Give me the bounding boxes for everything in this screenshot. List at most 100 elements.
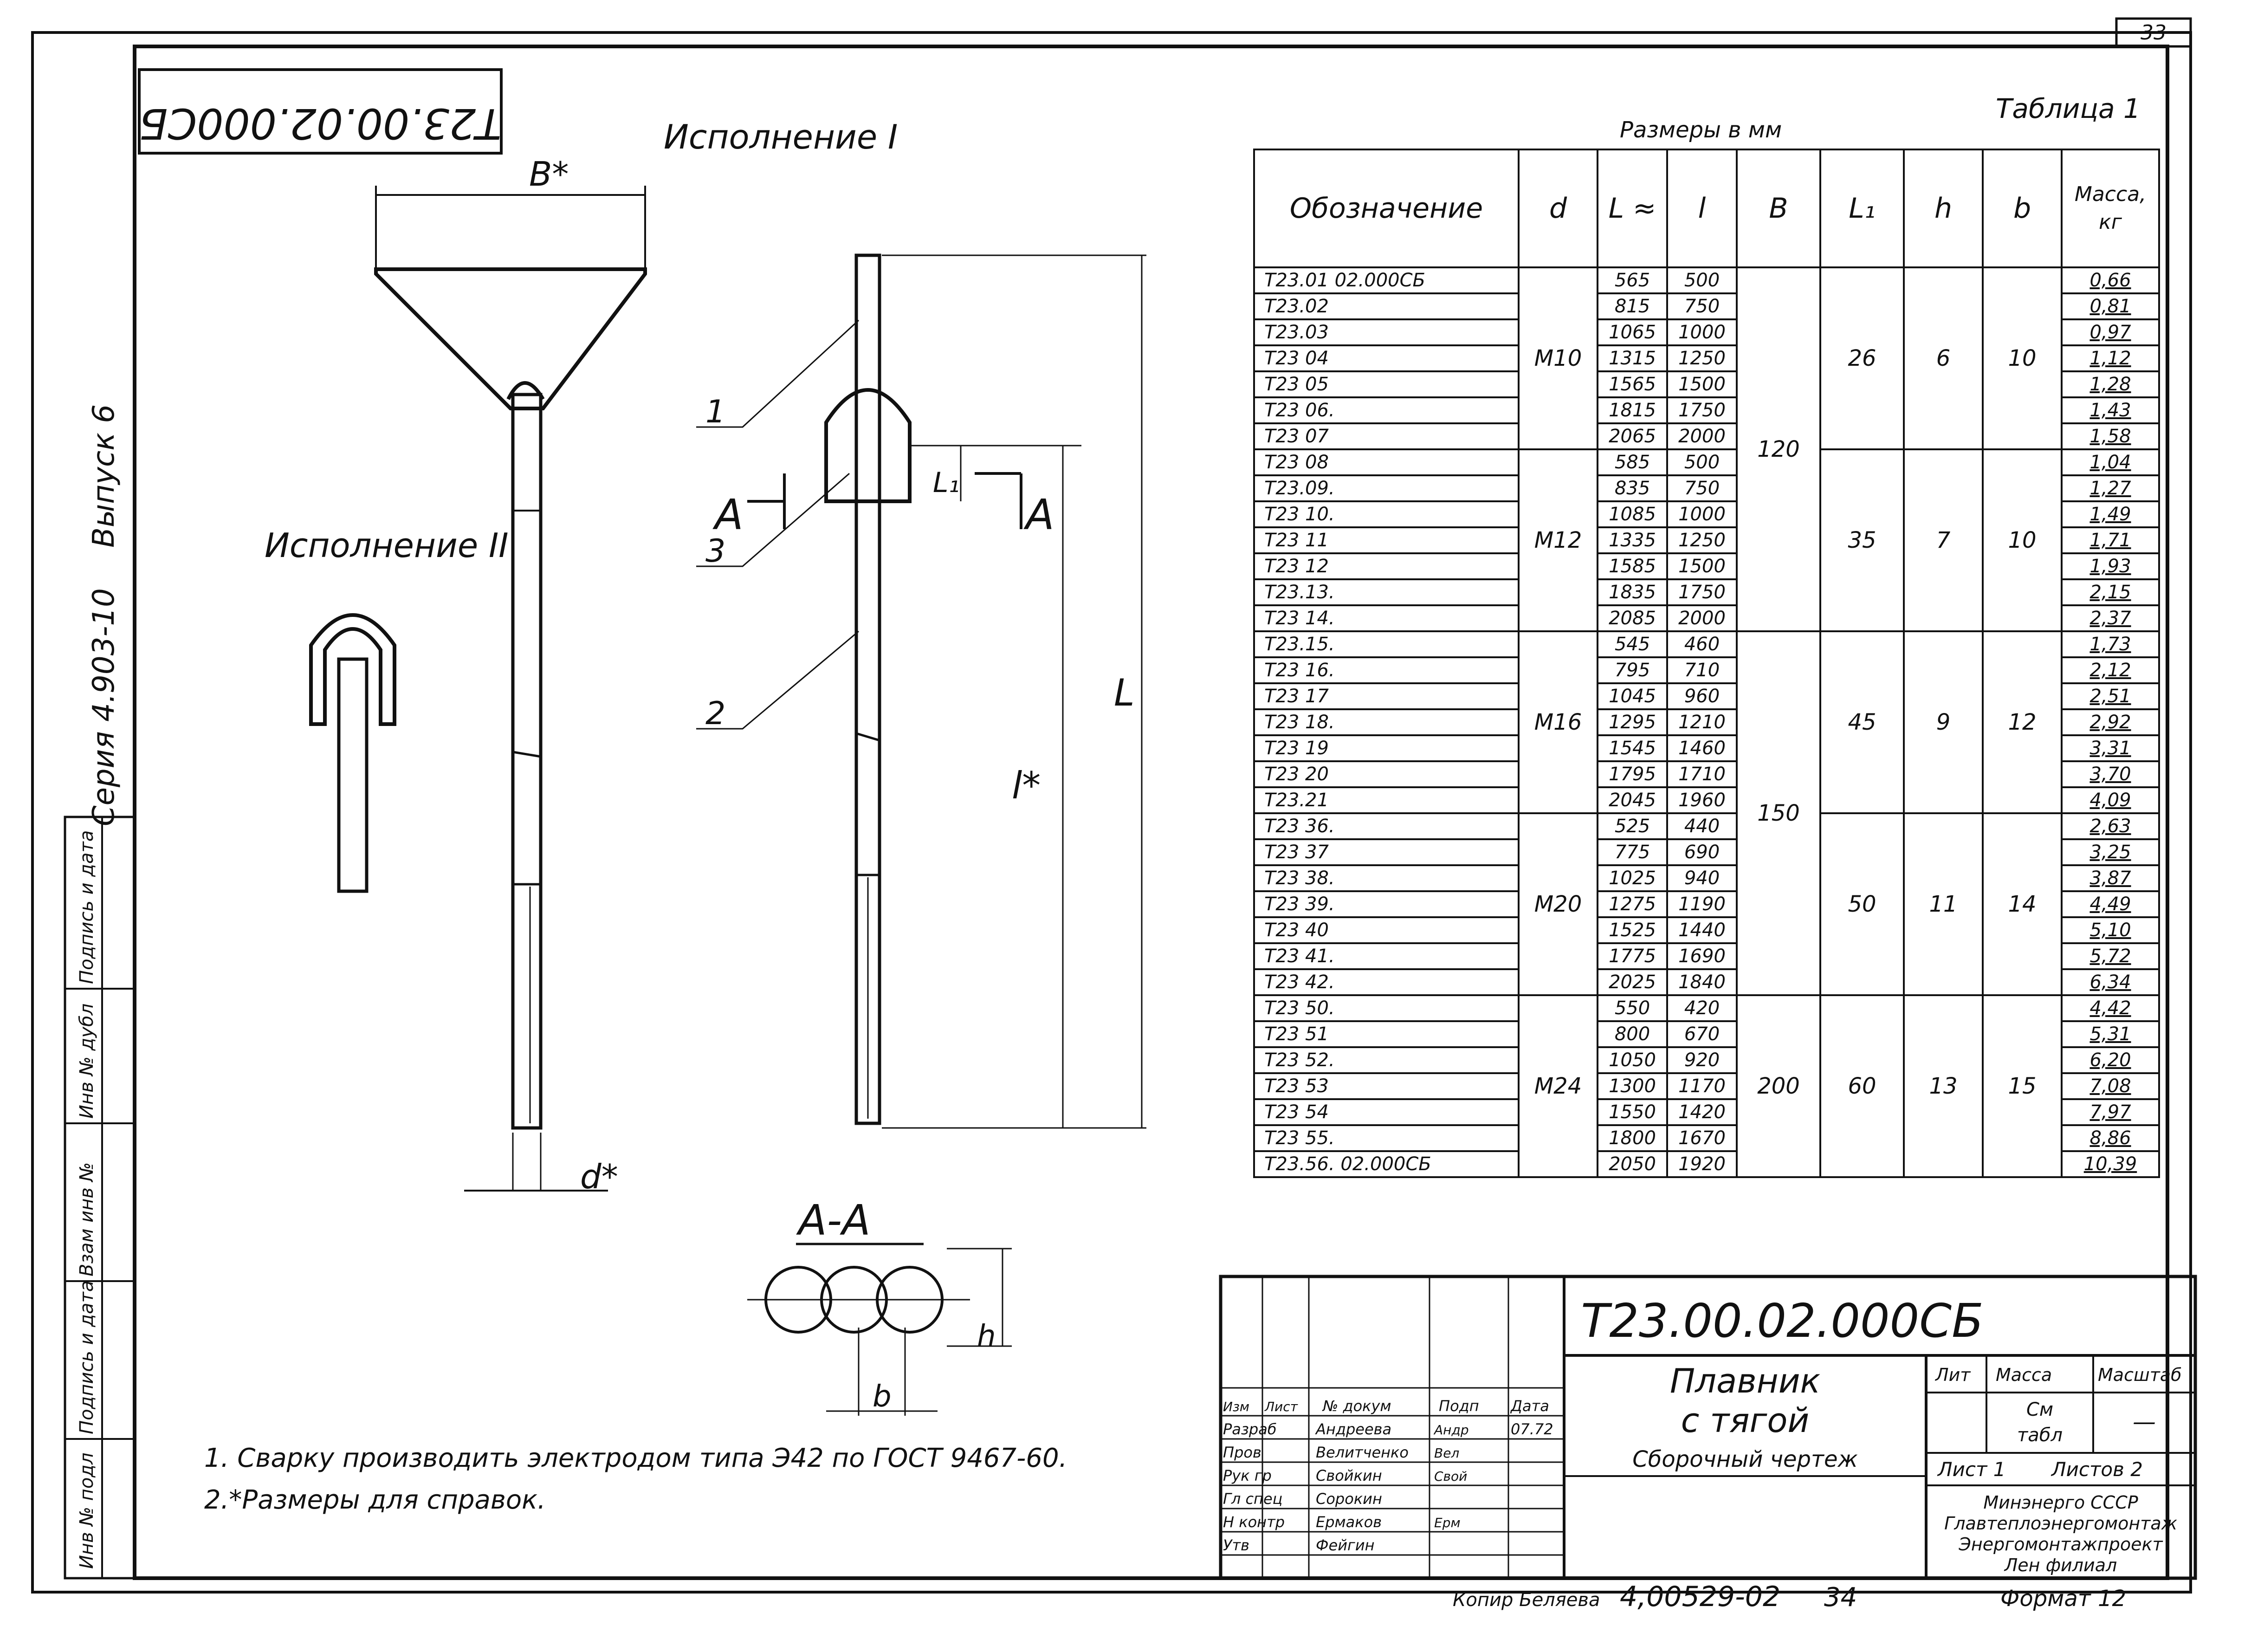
cell-L: 795 <box>1597 656 1668 684</box>
outer-frame <box>31 31 2192 1594</box>
cell-l: 670 <box>1666 1020 1738 1048</box>
side-stamp-1: Инв № подл <box>76 1452 97 1569</box>
cell-L: 1065 <box>1597 318 1668 346</box>
tb-org-2: Главтеплоэнергомонтаж <box>1944 1513 2177 1534</box>
cell-L: 1335 <box>1597 526 1668 554</box>
cell-L: 1025 <box>1597 864 1668 892</box>
cell-L: 835 <box>1597 474 1668 502</box>
cell-L1: 50 <box>1819 812 1905 996</box>
cell-L: 1545 <box>1597 734 1668 762</box>
cell-l: 2000 <box>1666 422 1738 450</box>
cell-B: 120 <box>1736 266 1821 632</box>
cell-l: 1500 <box>1666 552 1738 580</box>
header-h: h <box>1903 149 1984 268</box>
side-stamp-3: Взам инв № <box>76 1162 97 1276</box>
dim-L1: L₁ <box>933 466 959 499</box>
cell-mass: 8,86 <box>2061 1124 2160 1152</box>
cell-mass: 1,71 <box>2061 526 2160 554</box>
cell-mass: 4,49 <box>2061 890 2160 918</box>
cell-mass: 1,49 <box>2061 500 2160 528</box>
cell-l: 750 <box>1666 292 1738 320</box>
part-label-1: 1 <box>705 394 725 430</box>
cell-designation: Т23 50. <box>1253 994 1520 1022</box>
cell-h: 13 <box>1903 994 1984 1178</box>
cell-designation: Т23 51 <box>1253 1020 1520 1048</box>
cell-l: 500 <box>1666 448 1738 476</box>
cell-l: 1960 <box>1666 786 1738 814</box>
cell-l: 1190 <box>1666 890 1738 918</box>
cell-designation: Т23 14. <box>1253 604 1520 632</box>
cell-l: 750 <box>1666 474 1738 502</box>
tb-col-sign: Подп <box>1439 1397 1479 1415</box>
version2-label: Исполнение II <box>265 526 508 565</box>
tb-org-1: Минэнерго СССР <box>1983 1492 2138 1513</box>
cell-mass: 2,37 <box>2061 604 2160 632</box>
cell-d: М10 <box>1518 266 1598 450</box>
cell-mass: 3,70 <box>2061 760 2160 788</box>
cell-L: 1585 <box>1597 552 1668 580</box>
tb-name-2: с тягой <box>1681 1401 1809 1440</box>
cell-l: 1250 <box>1666 526 1738 554</box>
table-title: Таблица 1 <box>1996 93 2141 124</box>
tb-role-6: Утв <box>1223 1536 1249 1554</box>
cell-designation: Т23.01 02.000СБ <box>1253 266 1520 294</box>
cell-d: М16 <box>1518 630 1598 814</box>
tb-name-5-person: Ермаков <box>1316 1513 1382 1531</box>
cell-L: 550 <box>1597 994 1668 1022</box>
cell-l: 1690 <box>1666 942 1738 970</box>
cell-designation: Т23.09. <box>1253 474 1520 502</box>
header-b: b <box>1982 149 2063 268</box>
cell-designation: Т23 10. <box>1253 500 1520 528</box>
cell-mass: 2,12 <box>2061 656 2160 684</box>
cell-designation: Т23 41. <box>1253 942 1520 970</box>
cell-L1: 45 <box>1819 630 1905 814</box>
cell-designation: Т23 05 <box>1253 370 1520 398</box>
cell-designation: Т23 06. <box>1253 396 1520 424</box>
title-block: Т23.00.02.000СБ Плавник с тягой Сборочны… <box>1219 1275 2197 1580</box>
cell-mass: 1,28 <box>2061 370 2160 398</box>
footer-number: 4,00529-02 <box>1620 1581 1780 1613</box>
page-number-box <box>2115 17 2192 48</box>
cell-L: 1835 <box>1597 578 1668 606</box>
cell-l: 1460 <box>1666 734 1738 762</box>
cell-l: 2000 <box>1666 604 1738 632</box>
tb-mass-1: См <box>2026 1399 2053 1420</box>
cell-designation: Т23 55. <box>1253 1124 1520 1152</box>
section-dim-b: b <box>873 1380 892 1414</box>
cell-l: 1000 <box>1666 318 1738 346</box>
cell-l: 1440 <box>1666 916 1738 944</box>
tb-sheet: Лист 1 <box>1937 1458 2006 1481</box>
cell-L: 1295 <box>1597 708 1668 736</box>
dim-B: B* <box>529 155 569 194</box>
cell-L: 815 <box>1597 292 1668 320</box>
note-2: 2.*Размеры для справок. <box>204 1485 546 1515</box>
cell-B: 150 <box>1736 630 1821 996</box>
cell-h: 11 <box>1903 812 1984 996</box>
cell-designation: Т23 53 <box>1253 1072 1520 1100</box>
cell-mass: 0,66 <box>2061 266 2160 294</box>
tb-mass-label: Масса <box>1996 1365 2052 1385</box>
cell-mass: 6,34 <box>2061 968 2160 996</box>
cell-designation: Т23 19 <box>1253 734 1520 762</box>
tb-role-1: Разраб <box>1223 1420 1277 1438</box>
cell-mass: 10,39 <box>2061 1150 2160 1178</box>
footer-copied-by: Копир Беляева <box>1453 1589 1600 1611</box>
dim-l: l* <box>1012 764 1041 807</box>
table-header-row: Обозначение d L ≈ l B L₁ h b Масса, кг <box>1253 149 2160 268</box>
cell-mass: 2,51 <box>2061 682 2160 710</box>
cell-d: М12 <box>1518 448 1598 632</box>
